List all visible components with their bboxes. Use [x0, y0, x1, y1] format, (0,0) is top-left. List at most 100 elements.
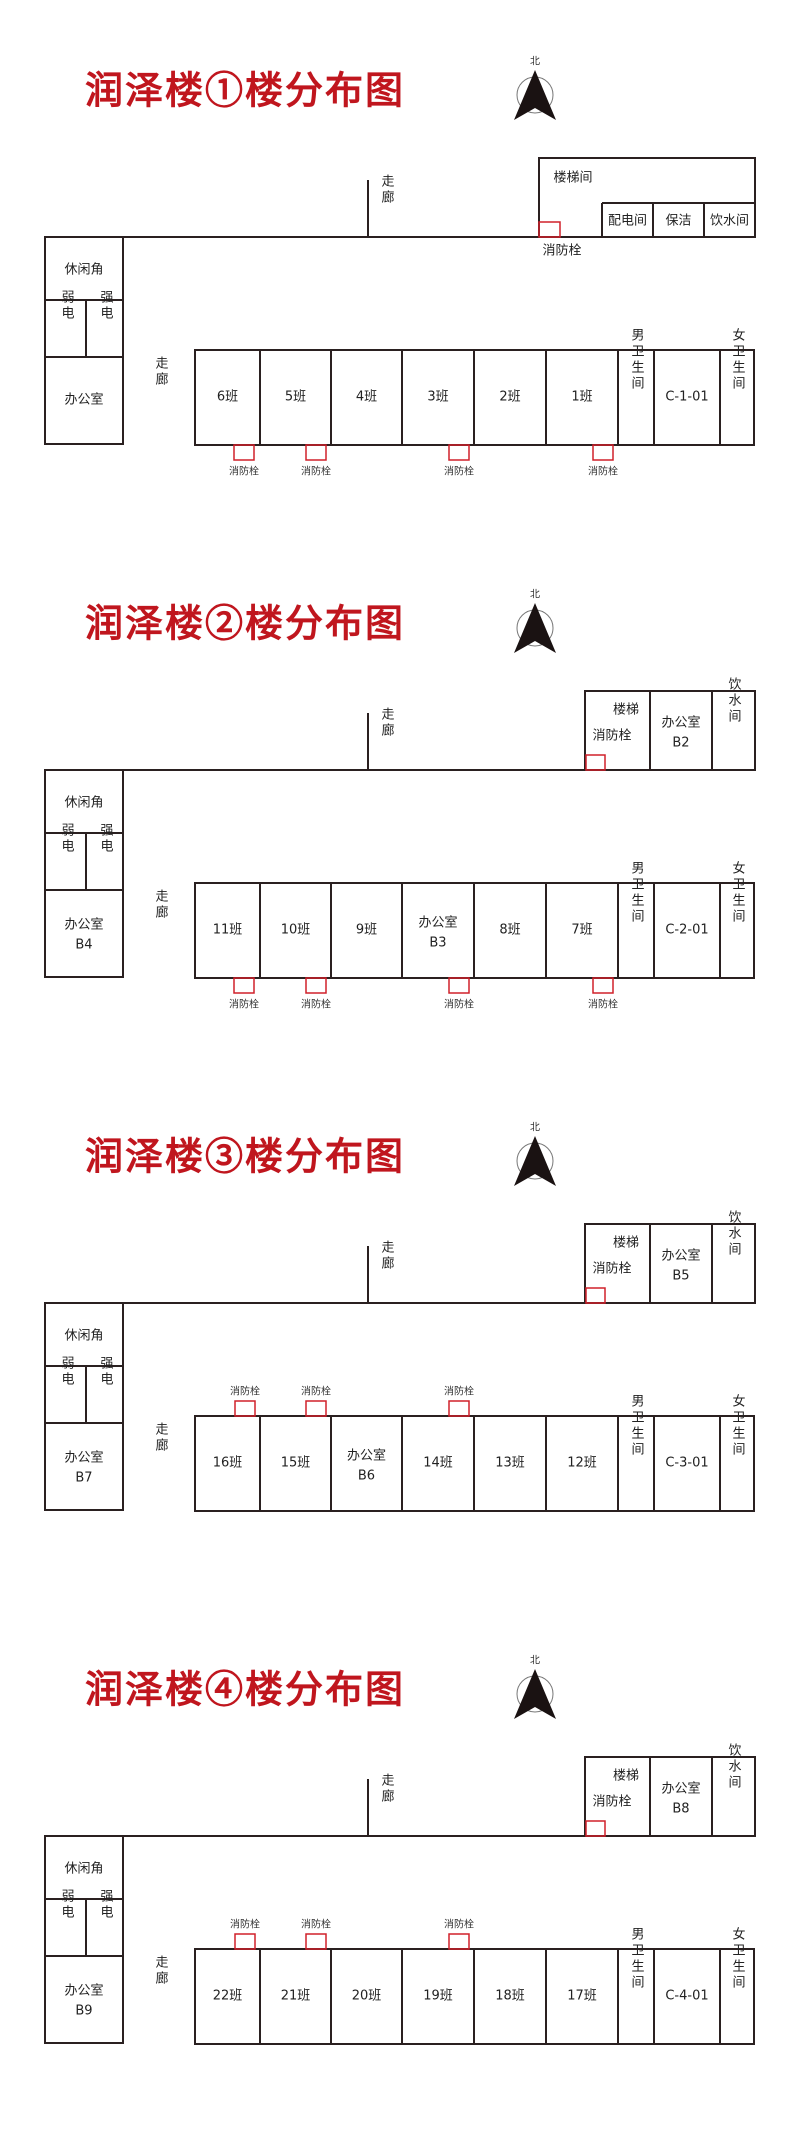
room-label: 办公室 — [418, 915, 457, 931]
female-restroom-label: 女卫生间 — [730, 1926, 746, 1991]
c-room-label: C-1-01 — [665, 390, 708, 405]
fire-hydrant-icon — [233, 977, 255, 994]
fire-hydrant-label: 消防栓 — [301, 1918, 331, 1931]
left-office-code: B9 — [75, 2004, 92, 2019]
water-room-label: 饮水间 — [726, 1743, 742, 1791]
room-label: 9班 — [356, 923, 377, 938]
fire-hydrant-label: 消防栓 — [229, 465, 259, 478]
fire-hydrant-icon — [585, 1820, 606, 1837]
strong-current-room-label: 强电 — [98, 823, 114, 855]
corridor-label-left: 走廊 — [153, 889, 169, 921]
north-label: 北 — [530, 1122, 540, 1134]
office-code: B2 — [672, 736, 689, 751]
weak-current-room-label: 弱电 — [59, 1356, 75, 1388]
north-arrow-icon — [514, 1669, 556, 1719]
room-label: 5班 — [285, 390, 306, 405]
water-room-label: 饮水间 — [726, 677, 742, 725]
north-label: 北 — [530, 589, 540, 601]
fire-hydrant-icon — [448, 977, 470, 994]
utility-room-label: 饮水间 — [710, 214, 749, 229]
lounge-room-label: 休闲角 — [64, 796, 103, 811]
room-label: 18班 — [495, 1989, 525, 2004]
male-restroom-label: 男卫生间 — [629, 328, 645, 392]
office-code: B5 — [672, 1269, 689, 1284]
corridor-label-top: 走廊 — [379, 707, 395, 739]
room-label: 22班 — [213, 1989, 243, 2004]
fire-hydrant-label: 消防栓 — [229, 998, 259, 1011]
north-arrow-icon — [514, 603, 556, 653]
left-block — [44, 236, 124, 445]
stairwell-label: 楼梯间 — [553, 171, 592, 186]
fire-hydrant-icon — [592, 977, 614, 994]
fire-hydrant-label: 消防栓 — [301, 998, 331, 1011]
female-restroom-label: 女卫生间 — [730, 1393, 746, 1458]
corridor-label-left: 走廊 — [153, 1955, 169, 1987]
left-block — [44, 769, 124, 978]
floor-title: 润泽楼①楼分布图 — [85, 68, 405, 113]
fire-hydrant-icon — [305, 1400, 327, 1417]
left-office-label: 办公室 — [64, 1450, 103, 1466]
room-label: 19班 — [423, 1989, 453, 2004]
lounge-room-label: 休闲角 — [64, 1329, 103, 1344]
fire-hydrant-label: 消防栓 — [444, 465, 474, 478]
weak-current-room-label: 弱电 — [59, 290, 75, 322]
stairs-label: 楼梯 — [613, 1769, 639, 1784]
room-label: 4班 — [356, 390, 377, 405]
female-restroom-label: 女卫生间 — [730, 327, 746, 392]
stairwell-block — [538, 157, 756, 238]
fire-hydrant-label: 消防栓 — [542, 243, 581, 259]
room-label: 21班 — [281, 1989, 311, 2004]
c-room-label: C-4-01 — [665, 1989, 708, 2004]
utility-room-label: 保洁 — [665, 214, 691, 229]
fire-hydrant-label: 消防栓 — [230, 1918, 260, 1931]
room-label: 8班 — [499, 923, 520, 938]
room-label: 20班 — [352, 1989, 382, 2004]
north-label: 北 — [530, 1655, 540, 1667]
corridor-label-left: 走廊 — [153, 1422, 169, 1454]
fire-hydrant-label: 消防栓 — [444, 1385, 474, 1398]
corridor-label-top: 走廊 — [379, 1240, 395, 1272]
water-room-label: 饮水间 — [726, 1210, 742, 1258]
room-label: 办公室 — [347, 1448, 386, 1464]
fire-hydrant-label: 消防栓 — [592, 728, 631, 744]
fire-hydrant-label: 消防栓 — [301, 465, 331, 478]
fire-hydrant-icon — [592, 444, 614, 461]
stairs-label: 楼梯 — [613, 703, 639, 718]
office-label: 办公室 — [661, 1248, 700, 1264]
left-office-code: B4 — [75, 938, 92, 953]
fire-hydrant-icon — [585, 754, 606, 771]
room-label: 7班 — [571, 923, 592, 938]
lounge-room-label: 休闲角 — [64, 263, 103, 278]
female-restroom-label: 女卫生间 — [730, 860, 746, 925]
fire-hydrant-icon — [305, 444, 327, 461]
utility-room-label: 配电间 — [608, 214, 647, 229]
left-office-code: B7 — [75, 1471, 92, 1486]
office-label: 办公室 — [661, 715, 700, 731]
weak-current-room-label: 弱电 — [59, 823, 75, 855]
fire-hydrant-label: 消防栓 — [444, 1918, 474, 1931]
fire-hydrant-icon — [448, 1933, 470, 1950]
north-arrow-icon — [514, 1136, 556, 1186]
weak-current-room-label: 弱电 — [59, 1889, 75, 1921]
corridor-label-top: 走廊 — [379, 1773, 395, 1805]
room-label: 14班 — [423, 1456, 453, 1471]
room-label: 3班 — [427, 390, 448, 405]
left-office-label: 办公室 — [64, 392, 103, 408]
room-code: B6 — [358, 1469, 375, 1484]
corridor-label-top: 走廊 — [379, 174, 395, 206]
left-block — [44, 1302, 124, 1511]
left-block — [44, 1835, 124, 2044]
floor-title: 润泽楼③楼分布图 — [85, 1134, 405, 1179]
floor-title: 润泽楼②楼分布图 — [85, 601, 405, 646]
room-label: 12班 — [567, 1456, 597, 1471]
lounge-room-label: 休闲角 — [64, 1862, 103, 1877]
stairs-block — [584, 690, 756, 771]
left-office-label: 办公室 — [64, 917, 103, 933]
north-arrow-icon — [514, 70, 556, 120]
room-label: 17班 — [567, 1989, 597, 2004]
floor-title: 润泽楼④楼分布图 — [85, 1667, 405, 1712]
